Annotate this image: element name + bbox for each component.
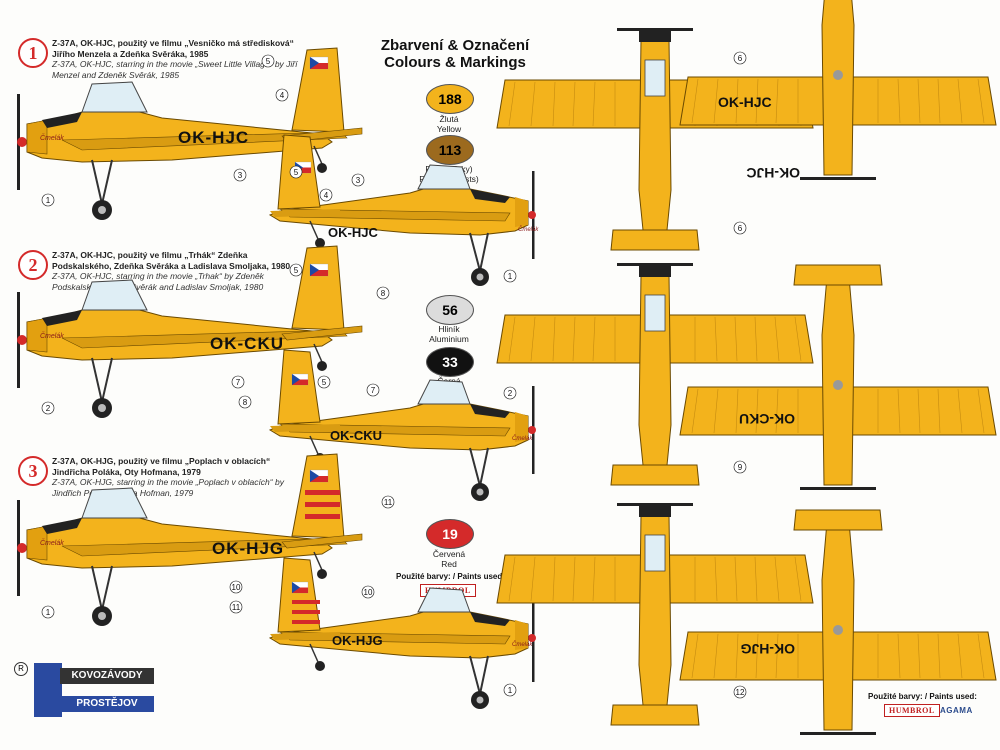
callout-s2-8b: 8 bbox=[243, 398, 248, 407]
scheme-2-bottom-view bbox=[679, 264, 997, 491]
logo-bottom-text: PROSTĚJOV bbox=[60, 696, 154, 712]
scheme-2-en-line1: Z-37A, OK-HJC, starring in the movie „Tr… bbox=[52, 271, 264, 281]
scheme-2-script-name-right: Čmelák bbox=[512, 435, 533, 442]
paint-chip-56: 56 bbox=[426, 295, 474, 325]
humbrol-logo-bottom: HUMBROL bbox=[884, 704, 940, 717]
paint-chip-113: 113 bbox=[426, 135, 474, 165]
scheme-3-caption: Z-37A, OK-HJG, použitý ve filmu „Poplach… bbox=[52, 456, 332, 498]
callout-1b: 1 bbox=[508, 272, 513, 281]
scheme-2-reg-bottom: OK-CKU bbox=[739, 411, 795, 427]
callout-s2-7b: 7 bbox=[371, 386, 376, 395]
registered-mark-icon: R bbox=[14, 662, 28, 676]
scheme-1-reg-bottom: OK-HJC bbox=[746, 165, 800, 181]
scheme-1-reg-side-right: OK-HJC bbox=[328, 225, 378, 240]
scheme-3-bottom-view bbox=[679, 509, 997, 736]
scheme-2-badge: 2 bbox=[18, 250, 48, 280]
callout-s3-10b: 10 bbox=[364, 588, 373, 597]
scheme-3-script-name-right: Čmelák bbox=[512, 641, 533, 648]
scheme-1-reg-side-left: OK-HJC bbox=[178, 128, 249, 147]
callout-s3-1: 1 bbox=[508, 686, 513, 695]
paint-chip-33: 33 bbox=[426, 347, 474, 377]
callout-1: 1 bbox=[46, 196, 51, 205]
callout-s3-11: 11 bbox=[384, 498, 393, 507]
callout-s2-8: 8 bbox=[381, 289, 386, 298]
callout-3: 3 bbox=[238, 171, 243, 180]
scheme-2-en-line2: Podskalský, Zdeněk Svěrák and Ladislav S… bbox=[52, 281, 264, 292]
callouts: 5 4 3 5 4 3 1 1 6 6 5 8 7 2 5 8 7 2 9 11… bbox=[41, 51, 747, 699]
scheme-3-reg-side-left: OK-HJG bbox=[212, 539, 284, 558]
agama-logo: AGAMA bbox=[940, 706, 973, 715]
scheme-1-badge: 1 bbox=[18, 38, 48, 68]
scheme-3-cz-line1: Z-37A, OK-HJG, použitý ve filmu „Poplach… bbox=[52, 456, 271, 466]
callout-s2-7: 7 bbox=[236, 378, 241, 387]
scheme-2-script-name: Čmelák bbox=[40, 331, 64, 340]
scheme-3-top-view bbox=[496, 502, 814, 726]
scheme-2-caption: Z-37A, OK-HJC, použitý ve filmu „Trhák“ … bbox=[52, 250, 332, 292]
logo-k-block bbox=[34, 663, 62, 717]
scheme-3-reg-bottom: OK-HJG bbox=[740, 641, 795, 657]
callout-3b: 3 bbox=[356, 176, 361, 185]
callout-s3-1b: 1 bbox=[46, 608, 51, 617]
paint-label-113: Rez (výfuky)Rust (exhausts) bbox=[419, 164, 479, 184]
logo-top-text: KOVOZÁVODY bbox=[60, 668, 154, 684]
scheme-1-en-line2: Menzel and Zdeněk Svěrák, 1985 bbox=[52, 69, 180, 80]
scheme-2-cz-line1: Z-37A, OK-HJC, použitý ve filmu „Trhák“ … bbox=[52, 250, 248, 260]
scheme-3-en-line2: Jindřich Polák and Ota Hofman, 1979 bbox=[52, 487, 194, 498]
scheme-1-script-name: Čmelák bbox=[40, 133, 64, 142]
scheme-1-caption: Z-37A, OK-HJC, použitý ve filmu „Vesničk… bbox=[52, 38, 332, 80]
kovozavody-logo: R KOVOZÁVODY PROSTĚJOV bbox=[14, 660, 154, 720]
title-cz: Zbarvení & Označení bbox=[380, 37, 530, 54]
callout-s3-12: 12 bbox=[736, 688, 745, 697]
callout-s3-11b: 11 bbox=[232, 603, 241, 612]
scheme-3-reg-side-right: OK-HJG bbox=[332, 633, 383, 648]
scheme-3-en-line1: Z-37A, OK-HJG, starring in the movie „Po… bbox=[52, 477, 284, 487]
callout-4b: 4 bbox=[324, 191, 329, 200]
callout-4: 4 bbox=[280, 91, 285, 100]
page-title: Zbarvení & Označení Colours & Markings bbox=[350, 37, 560, 71]
tail-stripes bbox=[292, 490, 340, 624]
paints-used-label-bottom: Použité barvy: / Paints used: bbox=[868, 692, 977, 701]
callout-s2-9: 9 bbox=[738, 463, 743, 472]
paints-used-label: Použité barvy: / Paints used: bbox=[396, 572, 505, 581]
humbrol-logo: HUMBROL bbox=[420, 584, 476, 597]
flag-icon bbox=[291, 56, 329, 594]
callout-s2-2b: 2 bbox=[508, 389, 513, 398]
scheme-3-badge: 3 bbox=[18, 456, 48, 486]
scheme-2-reg-side-left: OK-CKU bbox=[210, 334, 284, 353]
scheme-2-cz-line2: Podskalského, Zdeňka Svěráka a Ladislava… bbox=[52, 260, 291, 271]
callout-s3-10: 10 bbox=[232, 583, 241, 592]
callout-5b: 5 bbox=[294, 168, 299, 177]
scheme-1-reg-top: OK-HJC bbox=[718, 94, 772, 110]
scheme-2-reg-side-right: OK-CKU bbox=[330, 428, 382, 443]
scheme-1-script-name-right: Čmelák bbox=[518, 226, 539, 233]
paint-chip-19: 19 bbox=[426, 519, 474, 549]
scheme-3-cz-line2: Jindřicha Poláka, Oty Hofmana, 1979 bbox=[52, 466, 201, 477]
title-en: Colours & Markings bbox=[384, 54, 526, 71]
scheme-3-script-name: Čmelák bbox=[40, 538, 64, 547]
callout-s2-2: 2 bbox=[46, 404, 51, 413]
paint-chip-188: 188 bbox=[426, 84, 474, 114]
scheme-1-cz-line2: Jiřího Menzela a Zdeňka Svěráka, 1985 bbox=[52, 48, 209, 59]
callout-s2-5b: 5 bbox=[322, 378, 327, 387]
scheme-1-cz-line1: Z-37A, OK-HJC, použitý ve filmu „Vesničk… bbox=[52, 38, 294, 48]
scheme-1-en-line1: Z-37A, OK-HJC, starring in the movie „Sw… bbox=[52, 59, 298, 69]
scheme-1-bottom-view bbox=[679, 0, 997, 181]
scheme-2-top-view bbox=[496, 262, 814, 486]
callout-6: 6 bbox=[738, 54, 743, 63]
callout-6b: 6 bbox=[738, 224, 743, 233]
